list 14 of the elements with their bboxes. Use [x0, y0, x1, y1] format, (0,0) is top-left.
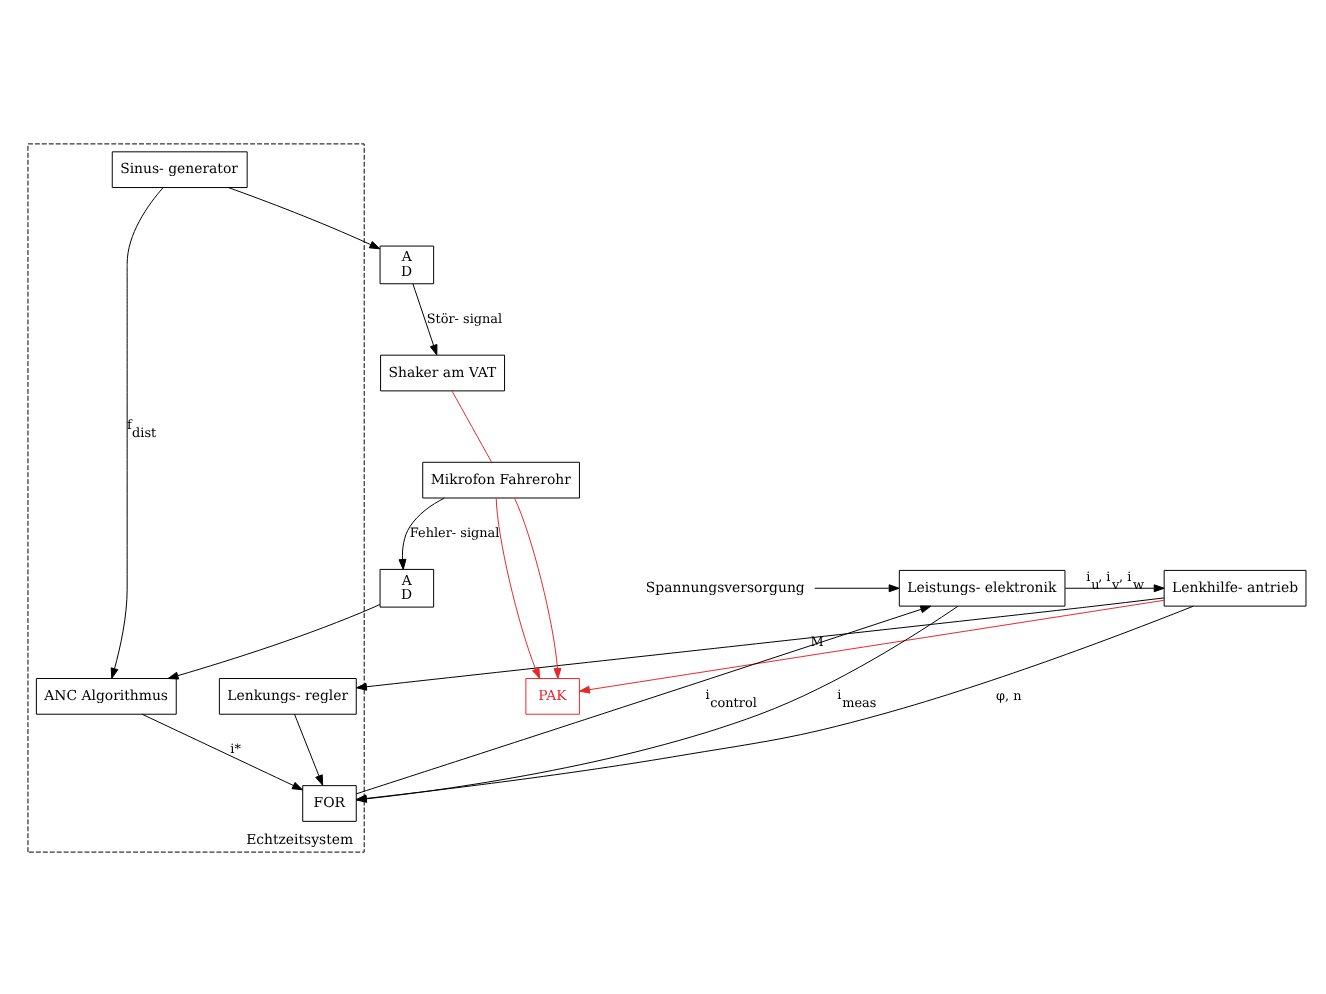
arrow	[814, 583, 900, 592]
arrow	[495, 496, 541, 678]
arrow	[398, 496, 445, 569]
arrow	[141, 712, 303, 790]
arrow	[579, 598, 1165, 693]
arrow	[227, 186, 381, 249]
arrow	[294, 712, 324, 785]
arrow	[356, 596, 1165, 690]
arrow	[514, 496, 562, 678]
arrow	[110, 186, 164, 678]
connector	[451, 389, 492, 462]
arrow	[1064, 583, 1165, 592]
arrow	[412, 282, 438, 355]
arrow	[167, 602, 381, 679]
